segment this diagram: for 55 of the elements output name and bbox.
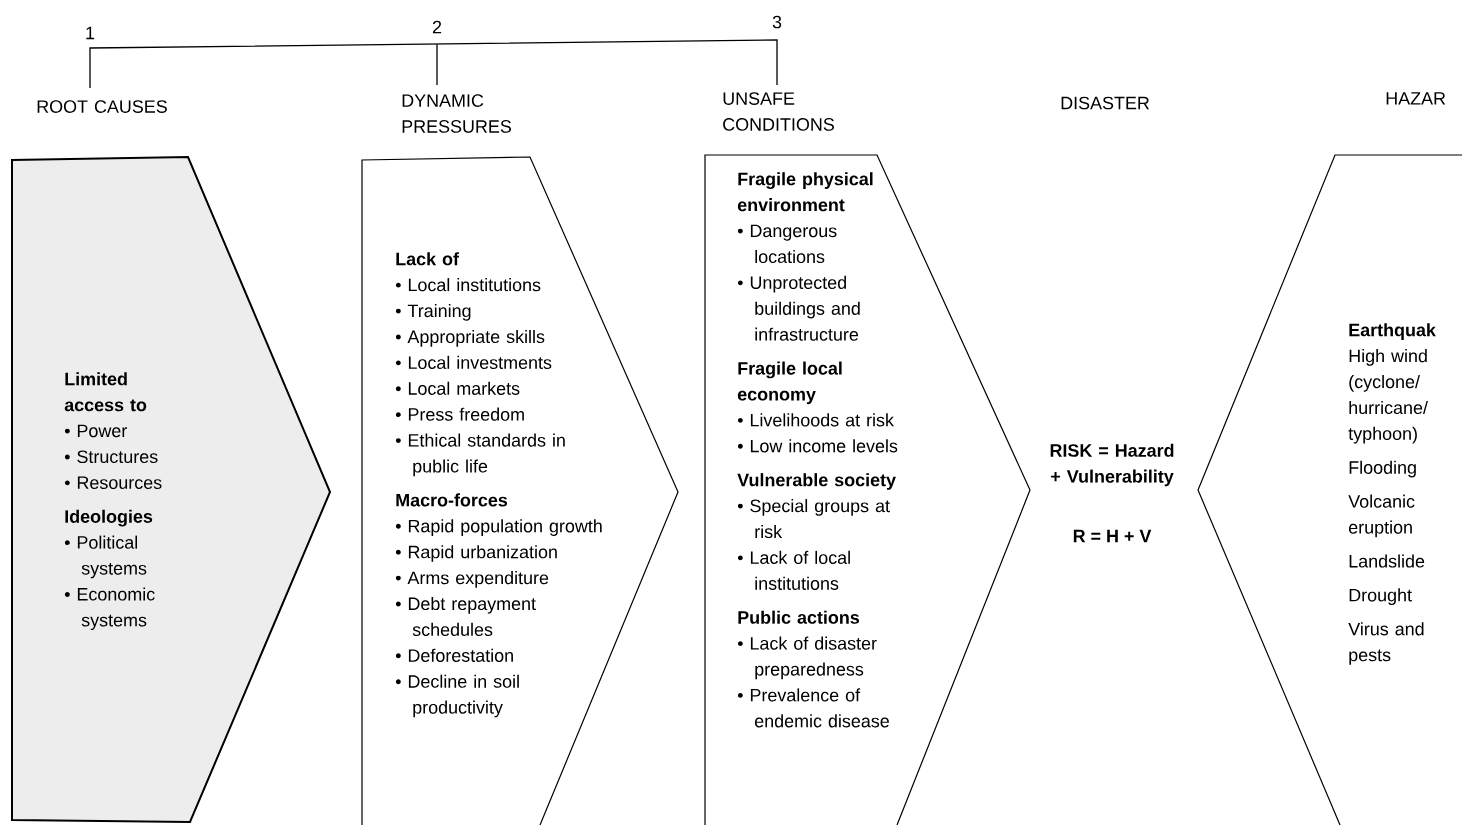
- node-label: • Local institutions: [395, 278, 541, 292]
- node-label: High wind (cyclone/ hurricane/ typhoon): [1348, 349, 1428, 444]
- callout-number: 2: [432, 20, 442, 34]
- node-label: Ideologies: [65, 509, 153, 527]
- node-label: • Training: [395, 304, 471, 321]
- bullet-list: Limited access to • Power • Structures • Resources Ideologies • Political systems • Economic systems: [64, 372, 162, 631]
- node-label: • Arms expenditure: [395, 571, 549, 588]
- node-label: Public actions: [738, 610, 860, 624]
- node-label: Limited access to: [64, 372, 147, 412]
- node-label: • Debt repayment schedules: [395, 596, 536, 637]
- node-label: • Ethical standards in public life: [395, 433, 565, 477]
- node-label: • Power: [64, 424, 127, 438]
- node-label: Volcanic eruption: [1348, 494, 1415, 538]
- node-label: • Deforestation: [395, 648, 513, 662]
- node-label: Drought: [1349, 588, 1412, 606]
- node-label: • Rapid population growth: [395, 519, 602, 536]
- node-label: • Unprotected buildings and infrastructure: [737, 275, 860, 341]
- node-label: • Structures: [64, 450, 158, 464]
- node-label: • Local investments: [395, 355, 552, 369]
- node-label: • Political systems: [64, 535, 147, 579]
- risk-formula: R = H + V: [1073, 529, 1152, 543]
- column-heading: ROOT CAUSES: [37, 100, 167, 113]
- node-label: • Livelihoods at risk: [737, 413, 894, 427]
- node-label: • Low income levels: [737, 439, 898, 453]
- node-label: Vulnerable society: [737, 473, 896, 490]
- node-label: • Resources: [64, 476, 162, 489]
- bullet-list: Lack of • Local institutions • Training • Appropriate skills • Local investments • Local markets • Press freedom • Ethical standards in public life Macro-forces • Rapid population growth • Rapid urbanization • Arms expenditure • Debt repayment schedules • Deforestation • Decline in soil productivity: [395, 252, 602, 718]
- node-label: • Economic systems: [64, 587, 155, 631]
- node-label: • Appropriate skills: [395, 329, 545, 347]
- node-label: • Local markets: [395, 381, 520, 395]
- node-label: • Dangerous locations: [737, 224, 837, 264]
- column-heading: DYNAMIC PRESSURES: [402, 94, 511, 133]
- bullet-list: Earthquak High wind (cyclone/ hurricane/ typhoon) Flooding Volcanic eruption Landslide Drought Virus and pests: [1348, 323, 1436, 665]
- node-label: Fragile physical environment: [737, 172, 873, 212]
- callout-number: 1: [86, 26, 95, 40]
- node-label: • Decline in soil productivity: [395, 674, 519, 718]
- column-heading: DISASTER: [1061, 96, 1150, 110]
- callout-number: 3: [772, 15, 782, 29]
- node-label: • Rapid urbanization: [395, 545, 557, 562]
- risk-formula: RISK = Hazard + Vulnerability: [1050, 443, 1174, 487]
- column-heading: UNSAFE CONDITIONS: [723, 92, 834, 131]
- node-label: Earthquak: [1349, 323, 1436, 340]
- node-label: • Prevalence of endemic disease: [737, 688, 889, 728]
- node-label: Lack of: [396, 252, 460, 266]
- bullet-list: Fragile physical environment • Dangerous locations • Unprotected buildings and infrastructure Fragile local economy • Livelihoods at risk • Low income levels Vulnerable society • Special groups at risk • Lack of local institutions Public actions • Lack of disaster preparedness • Prevalence of endemic disease: [737, 172, 898, 728]
- node-label: Landslide: [1349, 554, 1425, 568]
- node-label: • Special groups at risk: [737, 499, 890, 539]
- node-label: Macro-forces: [396, 493, 508, 507]
- node-label: • Lack of disaster preparedness: [737, 636, 877, 680]
- node-label: • Press freedom: [395, 407, 524, 421]
- node-label: Fragile local economy: [737, 361, 842, 405]
- column-heading: HAZAR: [1386, 92, 1446, 105]
- node-label: • Lack of local institutions: [737, 550, 850, 590]
- node-label: Flooding: [1349, 460, 1416, 478]
- node-label: Virus and pests: [1348, 622, 1424, 665]
